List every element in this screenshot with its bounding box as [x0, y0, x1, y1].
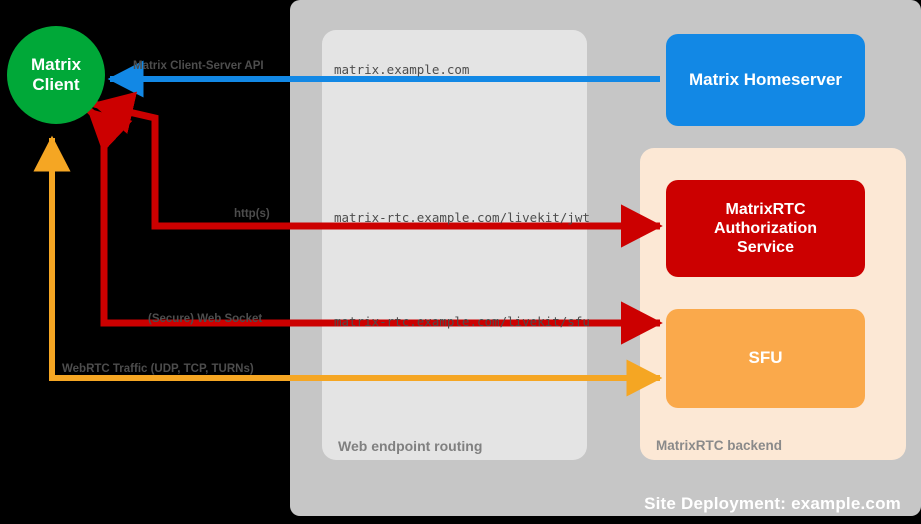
endpoint-label-livekit-sfu: matrix-rtc.example.com/livekit/sfu: [334, 314, 590, 329]
matrix-client-label-line1: Matrix: [30, 55, 82, 75]
node-matrixrtc-authorization-service[interactable]: MatrixRTC Authorization Service: [666, 180, 865, 277]
connection-label-web-socket: (Secure) Web Socket: [148, 313, 263, 325]
matrix-client-label-line2: Client: [32, 75, 80, 94]
connection-label-matrix-client-server-api: Matrix Client-Server API: [133, 60, 264, 72]
web-endpoint-routing-zone: [322, 30, 587, 460]
node-matrix-client[interactable]: Matrix Client: [7, 26, 105, 124]
matrix-homeserver-label: Matrix Homeserver: [688, 69, 843, 89]
node-matrix-homeserver[interactable]: Matrix Homeserver: [666, 34, 865, 126]
node-sfu[interactable]: SFU: [666, 309, 865, 408]
connection-label-http: http(s): [234, 208, 270, 220]
endpoint-label-matrix-domain: matrix.example.com: [334, 62, 470, 77]
matrixrtc-backend-label: MatrixRTC backend: [656, 438, 783, 453]
matrixrtc-auth-label-line2: Authorization: [713, 219, 818, 237]
sfu-label: SFU: [748, 348, 783, 368]
matrixrtc-auth-label-line3: Service: [737, 239, 794, 257]
connection-label-webrtc-traffic: WebRTC Traffic (UDP, TCP, TURNs): [62, 363, 254, 375]
site-deployment-label: Site Deployment: example.com: [644, 494, 901, 513]
web-endpoint-routing-label: Web endpoint routing: [338, 438, 483, 454]
matrixrtc-auth-label-line1: MatrixRTC: [725, 200, 806, 218]
endpoint-label-livekit-jwt: matrix-rtc.example.com/livekit/jwt: [334, 210, 590, 225]
